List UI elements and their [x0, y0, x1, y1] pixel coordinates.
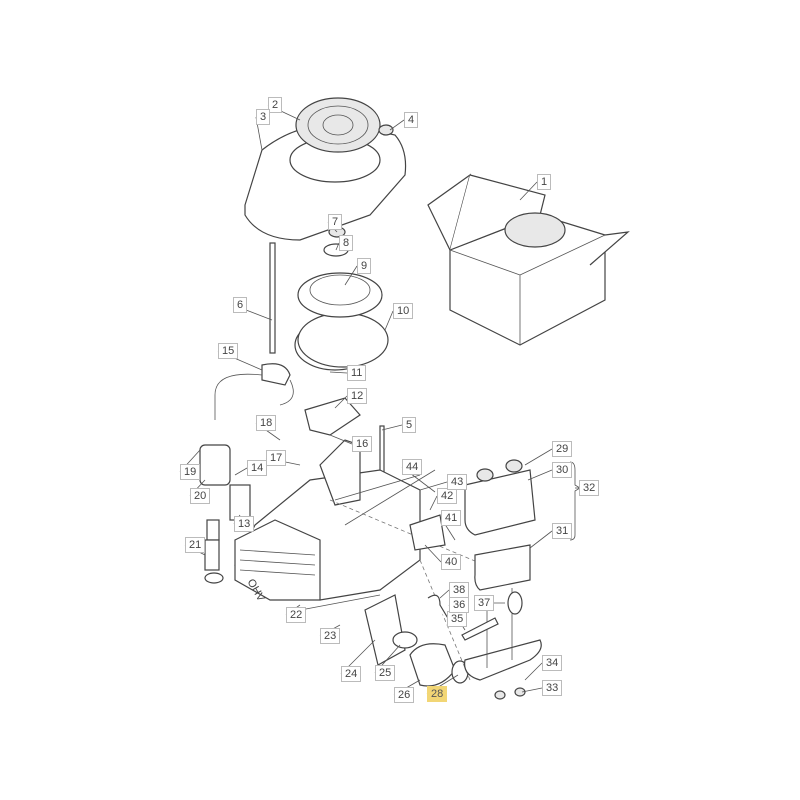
part-label-18[interactable]: 18: [256, 415, 277, 431]
ignition-coil: [261, 363, 291, 386]
part-label-42[interactable]: 42: [437, 488, 458, 504]
part-label-21[interactable]: 21: [185, 537, 206, 553]
leader-line-11: [329, 371, 348, 374]
leader-line-38: [439, 589, 450, 599]
leader-line-33: [521, 687, 543, 693]
part-label-6[interactable]: 6: [233, 297, 248, 313]
engine-block: OHV: [234, 439, 421, 613]
blower-housing: [244, 97, 407, 241]
leader-line-10: [384, 310, 394, 331]
boxed-engine: [427, 173, 630, 346]
leader-line-8: [335, 242, 340, 251]
part-label-28[interactable]: 28: [427, 686, 448, 702]
part-label-16[interactable]: 16: [352, 436, 373, 452]
part-label-22[interactable]: 22: [286, 607, 307, 623]
part-label-34[interactable]: 34: [542, 655, 563, 671]
leader-line-4: [389, 119, 405, 131]
leader-line-34: [524, 662, 543, 681]
part-label-24[interactable]: 24: [341, 666, 362, 682]
part-label-41[interactable]: 41: [441, 510, 462, 526]
leader-line-43: [419, 481, 448, 491]
leader-line-31: [529, 530, 553, 549]
part-label-32[interactable]: 32: [579, 480, 600, 496]
throttle-rod: [344, 469, 436, 526]
part-label-15[interactable]: 15: [218, 343, 239, 359]
part-label-19[interactable]: 19: [180, 464, 201, 480]
part-label-1[interactable]: 1: [537, 174, 552, 190]
part-label-14[interactable]: 14: [247, 460, 268, 476]
insulator: [364, 594, 406, 666]
part-label-10[interactable]: 10: [393, 303, 414, 319]
leader-line-5: [381, 424, 403, 431]
part-label-2[interactable]: 2: [268, 97, 283, 113]
leader-line-29: [524, 448, 553, 466]
gasket: [392, 631, 418, 649]
leader-line-12: [334, 395, 348, 409]
part-label-20[interactable]: 20: [190, 488, 211, 504]
part-label-36[interactable]: 36: [449, 597, 470, 613]
part-label-40[interactable]: 40: [441, 554, 462, 570]
carburetor: [409, 643, 456, 687]
leader-line-14: [234, 467, 248, 476]
part-label-31[interactable]: 31: [552, 523, 573, 539]
part-label-37[interactable]: 37: [474, 595, 495, 611]
part-label-13[interactable]: 13: [234, 516, 255, 532]
part-label-26[interactable]: 26: [394, 687, 415, 703]
air-filter: [427, 459, 542, 700]
flywheel: [294, 226, 389, 371]
leader-line-40: [424, 544, 442, 563]
part-label-33[interactable]: 33: [542, 680, 563, 696]
part-label-9[interactable]: 9: [357, 258, 372, 274]
part-label-25[interactable]: 25: [375, 665, 396, 681]
governor-bracket: [409, 514, 446, 551]
bracket: [304, 397, 361, 436]
part-label-5[interactable]: 5: [402, 417, 417, 433]
part-label-38[interactable]: 38: [449, 582, 470, 598]
part-label-11[interactable]: 11: [347, 365, 367, 381]
part-label-44[interactable]: 44: [402, 459, 423, 475]
part-label-29[interactable]: 29: [552, 441, 573, 457]
part-label-17[interactable]: 17: [266, 450, 287, 466]
part-label-3[interactable]: 3: [256, 109, 271, 125]
part-label-12[interactable]: 12: [347, 388, 368, 404]
part-label-43[interactable]: 43: [447, 474, 468, 490]
leader-line-1: [519, 181, 538, 201]
part-label-8[interactable]: 8: [339, 235, 354, 251]
leader-line-16: [329, 434, 353, 445]
part-label-30[interactable]: 30: [552, 462, 573, 478]
leader-line-30: [527, 469, 553, 481]
part-label-35[interactable]: 35: [447, 611, 468, 627]
part-label-23[interactable]: 23: [320, 628, 341, 644]
leader-line-42: [429, 495, 438, 511]
stud: [269, 242, 276, 354]
part-label-7[interactable]: 7: [328, 214, 343, 230]
part-label-4[interactable]: 4: [404, 112, 419, 128]
starter-motor: [199, 444, 251, 584]
leader-line-9: [344, 265, 358, 286]
